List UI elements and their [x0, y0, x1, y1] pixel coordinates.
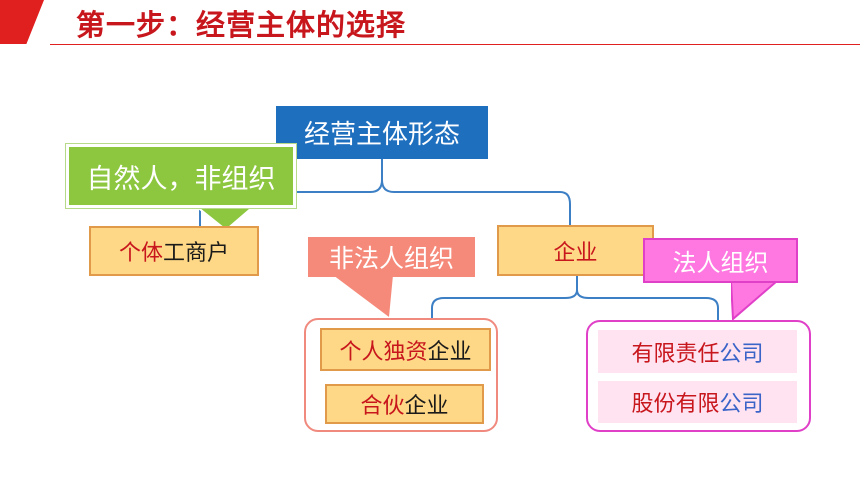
legal-person-callout: 法人组织 — [643, 238, 798, 283]
llc-text-b: 公司 — [719, 341, 764, 367]
non-legal-person-callout: 非法人组织 — [308, 237, 475, 277]
page-title: 第一步：经营主体的选择 — [76, 8, 407, 42]
partnership-node: 合伙企业 — [325, 384, 484, 424]
individual-business-node: 个体工商户 — [89, 226, 259, 276]
natural-person-callout: 自然人，非组织 — [66, 144, 296, 208]
partnership-text-a: 合伙 — [360, 394, 405, 419]
llc-text-a: 有限责任 — [631, 341, 720, 367]
sole-proprietorship-text-a: 个人独资 — [339, 339, 428, 365]
root-node: 经营主体形态 — [276, 106, 488, 159]
individual-business-text-b: 工商户 — [163, 241, 230, 266]
sole-proprietorship-node: 个人独资企业 — [320, 328, 491, 371]
root-brace-right — [381, 179, 571, 225]
joint-stock-text-a: 股份有限 — [631, 392, 720, 417]
joint-stock-node: 股份有限公司 — [598, 381, 797, 423]
natural-person-callout-tail — [196, 206, 256, 232]
enterprise-node: 企业 — [497, 225, 654, 276]
enterprise-brace-left — [431, 276, 578, 320]
joint-stock-text-b: 公司 — [719, 392, 764, 417]
non-legal-person-callout-tail — [333, 275, 393, 317]
sole-proprietorship-text-b: 企业 — [427, 339, 472, 365]
individual-business-text-a: 个体 — [118, 241, 163, 266]
legal-person-callout-tail — [731, 281, 779, 321]
llc-node: 有限责任公司 — [598, 330, 797, 373]
header-divider — [50, 44, 860, 45]
enterprise-brace-right — [576, 289, 719, 322]
partnership-text-b: 企业 — [404, 394, 449, 419]
